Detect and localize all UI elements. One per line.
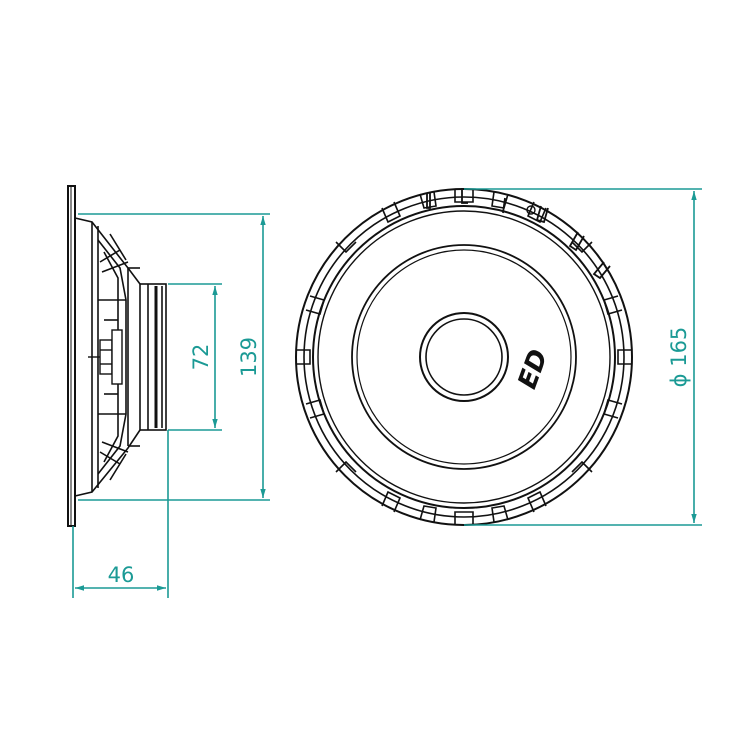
ed-logo: ED: [513, 346, 555, 393]
side-magnet: [127, 267, 167, 447]
dimension-diameter-label: ϕ 165: [667, 327, 691, 388]
front-cone-edge: [351, 244, 577, 470]
speaker-side-view: [67, 185, 167, 527]
side-voice-coil: [88, 329, 123, 385]
dimension-magnet: 72: [168, 283, 222, 431]
front-surround-outer: [312, 205, 616, 509]
front-terminal-mark: [526, 205, 536, 215]
dimension-diameter: ϕ 165: [464, 188, 702, 526]
speaker-front-view: ED: [295, 188, 633, 526]
front-dust-cap: [419, 312, 509, 402]
front-frame-notches: [296, 189, 632, 525]
dimension-depth-label: 46: [108, 563, 135, 587]
dimension-magnet-label: 72: [189, 344, 213, 371]
side-basket: [74, 217, 141, 497]
dimension-depth: 46: [72, 430, 169, 598]
dimension-height: 139: [78, 213, 270, 501]
dimension-height-label: 139: [237, 337, 261, 377]
svg-text:ED: ED: [513, 346, 555, 393]
